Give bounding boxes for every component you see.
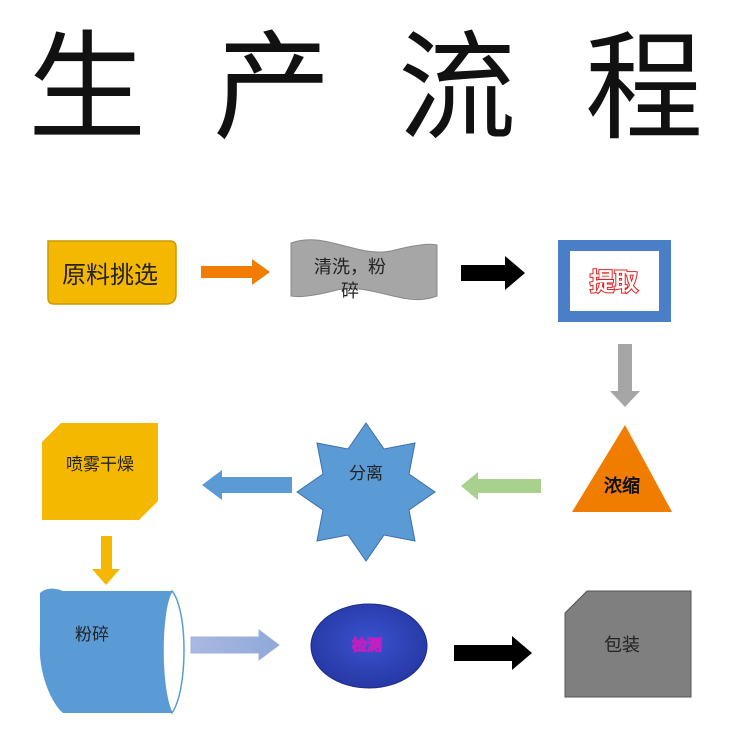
arrow-left-blue	[202, 470, 292, 500]
step-label: 分离	[349, 464, 383, 484]
arrow-left-green	[461, 472, 541, 500]
step-label: 喷雾干燥	[66, 455, 134, 475]
title-char-2: 产	[213, 19, 332, 157]
step-label: 原料挑选	[62, 261, 158, 289]
step-wash-crush: 清洗，粉 碎	[290, 239, 438, 302]
step-packaging: 包装	[564, 590, 692, 698]
step-label: 浓缩	[604, 475, 640, 497]
arrow-right-orange	[201, 259, 270, 285]
step-label-line-1: 清洗，粉	[314, 257, 386, 278]
step-label: 粉碎	[75, 625, 109, 645]
step-concentration: 浓缩	[572, 425, 672, 512]
step-label: 包装	[604, 635, 640, 656]
step-label: 检测	[352, 636, 382, 654]
step-raw-material-selection: 原料挑选	[47, 240, 177, 305]
arrow-right-black	[461, 256, 525, 290]
step-separation: 分离	[296, 422, 436, 562]
step-inspection: 检测	[310, 603, 428, 689]
title-char-4: 程	[585, 19, 704, 157]
step-pulverize: 粉碎	[39, 588, 185, 715]
title-char-1: 生	[28, 19, 147, 157]
arrow-right-lavender	[190, 629, 280, 661]
arrow-right-black-2	[454, 636, 532, 670]
step-label: 提取	[590, 268, 638, 296]
arrow-down-gray	[610, 344, 640, 407]
title-char-3: 流	[398, 19, 517, 157]
step-spray-drying: 喷雾干燥	[42, 423, 158, 520]
step-extraction: 提取	[558, 240, 671, 322]
step-label-line-2: 碎	[341, 281, 359, 302]
page-title: 生 产 流 程	[0, 18, 750, 158]
arrow-down-gold	[92, 536, 120, 585]
